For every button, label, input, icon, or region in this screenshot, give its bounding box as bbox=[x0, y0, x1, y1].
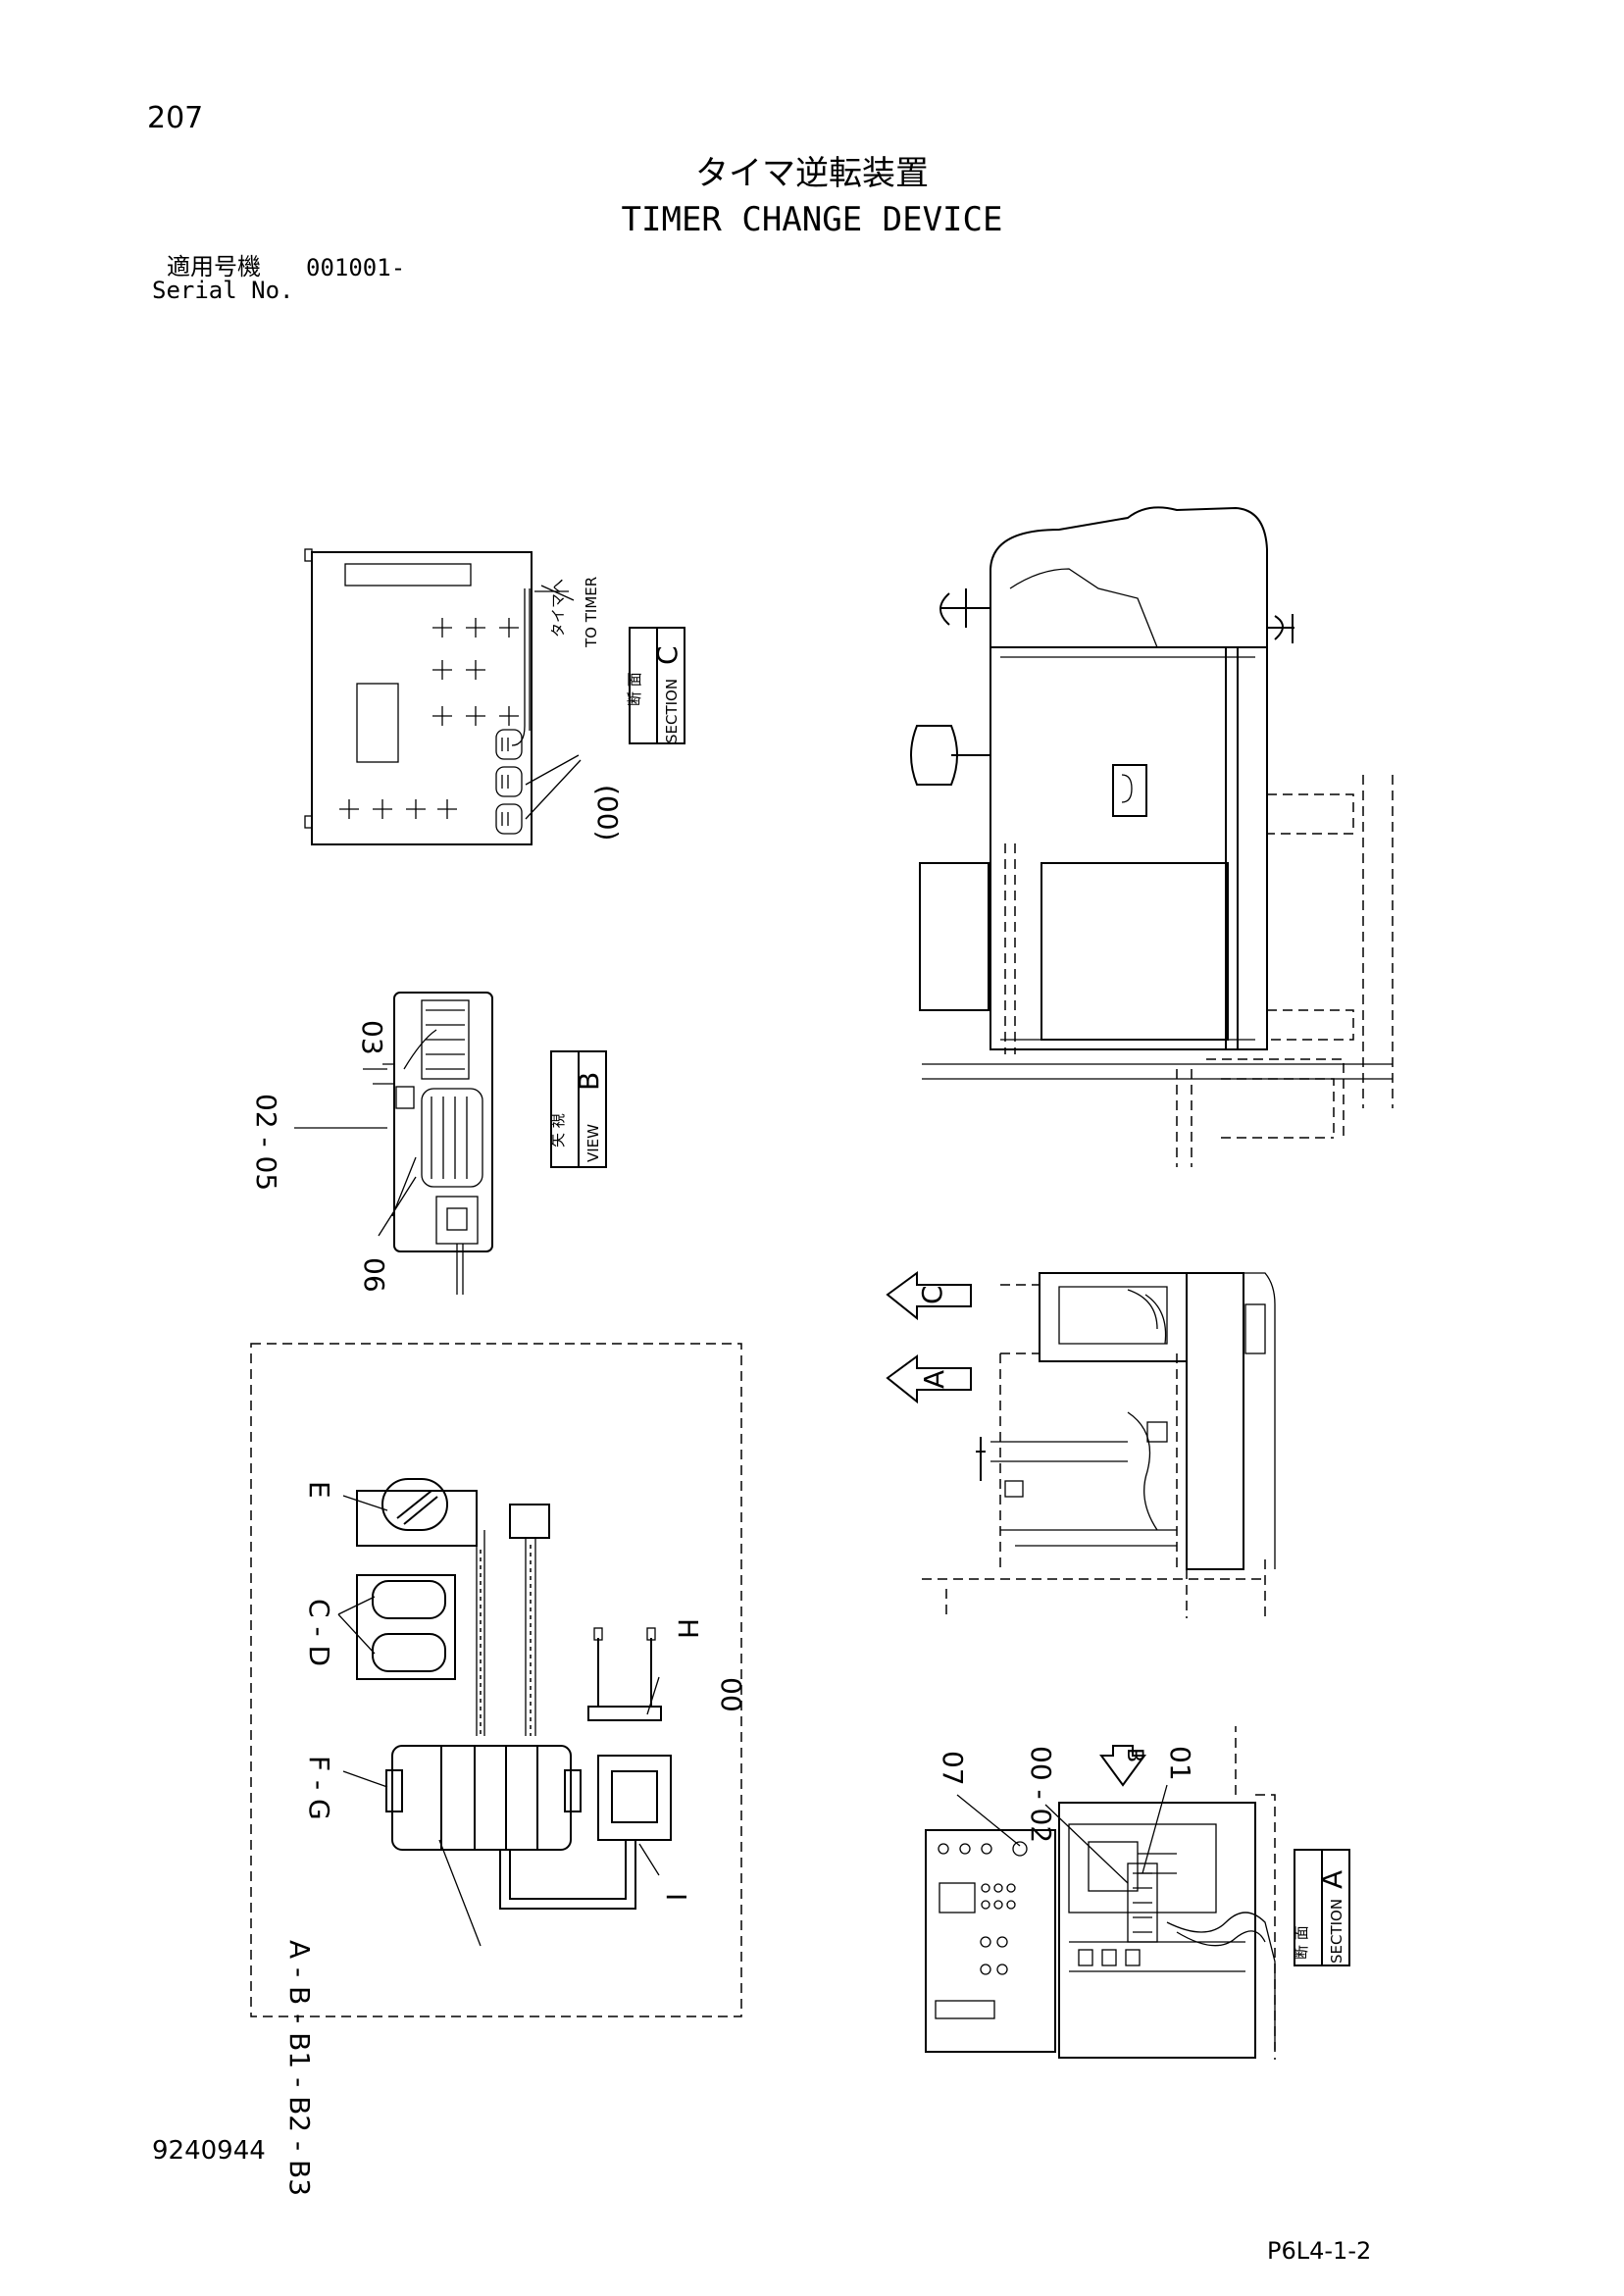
callout-00-02: 00 - 02 bbox=[1025, 1746, 1057, 1843]
section-c-letter: C bbox=[651, 645, 684, 665]
callout-06: 06 bbox=[358, 1257, 390, 1293]
assembly-00-detail: E C - D H 00 F - G A - B - B1 - B2 - B3 … bbox=[250, 1343, 747, 2196]
arrow-b-letter: B bbox=[1122, 1748, 1146, 1762]
section-c-jp: 断 面 bbox=[626, 672, 643, 706]
callout-h: H bbox=[672, 1618, 704, 1639]
view-b-jp: 矢 視 bbox=[549, 1113, 567, 1148]
callout-07: 07 bbox=[937, 1751, 969, 1786]
section-a-tag: 断 面 SECTION A bbox=[1293, 1849, 1350, 1966]
section-a-letter: A bbox=[1316, 1870, 1348, 1889]
callout-00-section-c: (00) bbox=[591, 785, 624, 841]
callout-02-05: 02 - 05 bbox=[250, 1094, 282, 1191]
machine-side-view bbox=[910, 506, 1394, 1167]
callout-f-g: F - G bbox=[303, 1756, 335, 1820]
cab-side-view: C A bbox=[886, 1271, 1276, 1618]
to-timer-label: TO TIMER bbox=[583, 577, 600, 648]
section-a-detail: 07 00 - 02 01 B bbox=[925, 1726, 1276, 2060]
title-japanese: タイマ逆転装置 bbox=[695, 154, 929, 193]
page-number: 207 bbox=[147, 101, 204, 135]
arrow-a-letter: A bbox=[918, 1370, 950, 1389]
serial-label-japanese: 適用号機 bbox=[167, 253, 261, 281]
figure-code: P6L4-1-2 bbox=[1267, 2237, 1372, 2265]
section-c-en: SECTION bbox=[663, 679, 681, 743]
callout-00-assembly: 00 bbox=[715, 1677, 747, 1712]
callout-03: 03 bbox=[356, 1020, 388, 1055]
serial-number-value: 001001- bbox=[306, 254, 406, 281]
section-c-tag: 断 面 SECTION C bbox=[626, 627, 685, 744]
section-c-panel-view: タイマへ TO TIMER (00) bbox=[304, 548, 624, 845]
title-english: TIMER CHANGE DEVICE bbox=[621, 200, 1003, 239]
callout-e: E bbox=[303, 1481, 335, 1499]
callout-c-d: C - D bbox=[303, 1599, 335, 1666]
view-b-tag: 矢 視 VIEW B bbox=[549, 1050, 607, 1168]
view-b-detail: 03 02 - 05 06 bbox=[250, 992, 493, 1295]
document-number: 9240944 bbox=[152, 2136, 266, 2166]
view-b-en: VIEW bbox=[584, 1124, 602, 1162]
to-timer-label-jp: タイマへ bbox=[549, 579, 567, 638]
callout-a-b-b1-b2-b3: A - B - B1 - B2 - B3 bbox=[283, 1940, 316, 2196]
section-a-en: SECTION bbox=[1328, 1899, 1345, 1964]
section-a-jp: 断 面 bbox=[1293, 1925, 1310, 1960]
view-b-letter: B bbox=[573, 1072, 605, 1091]
callout-01: 01 bbox=[1164, 1746, 1196, 1781]
serial-label-english: Serial No. bbox=[152, 277, 294, 304]
arrow-c-letter: C bbox=[916, 1285, 948, 1304]
callout-i: I bbox=[660, 1893, 692, 1901]
